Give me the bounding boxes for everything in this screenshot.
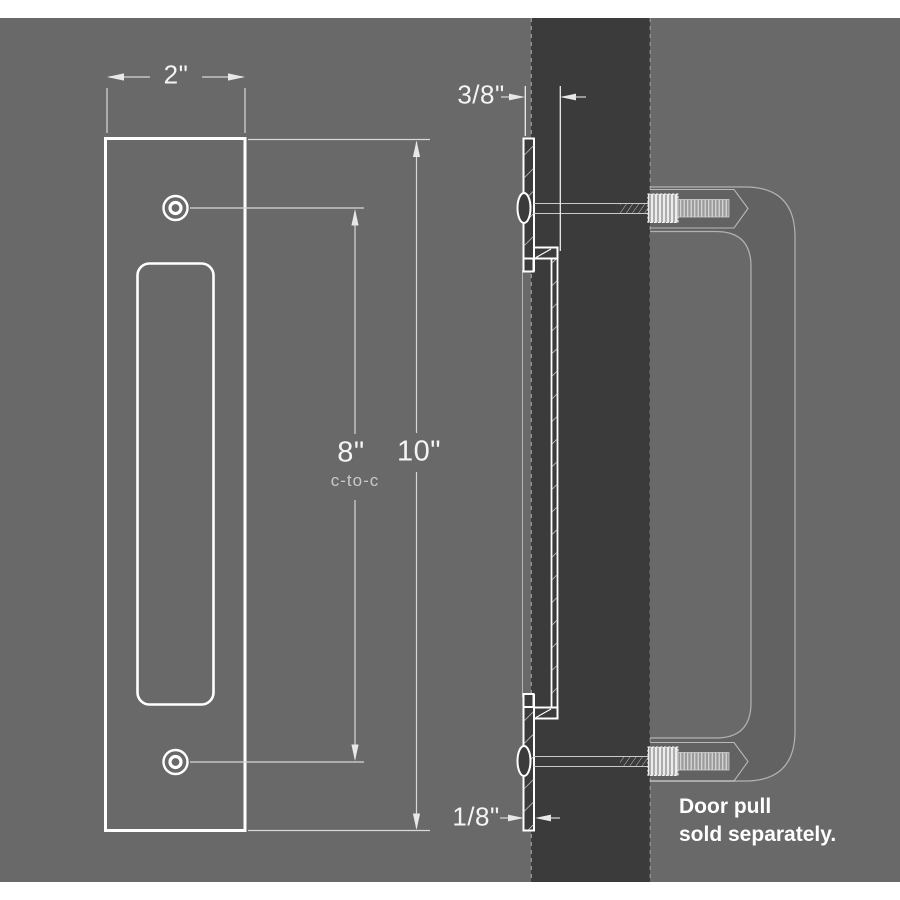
thread-engagement-top — [620, 204, 650, 213]
front-view — [104, 137, 247, 832]
side-view — [516, 137, 559, 832]
threaded-rod-bottom — [677, 752, 730, 771]
plate-outline — [104, 137, 247, 832]
recess-outline — [136, 262, 215, 706]
door-pull-ghost — [650, 186, 796, 782]
label-plate-width: 2" — [163, 59, 189, 90]
threaded-stud-top — [647, 193, 679, 223]
sold-separately-note: Door pull sold separately. — [679, 793, 836, 849]
screw-hole-top — [162, 194, 189, 222]
dim-hole-spacing — [190, 207, 364, 763]
label-hole-spacing-note: c-to-c — [330, 471, 380, 490]
dim-plate-height — [248, 138, 430, 832]
screw-head-bottom — [516, 745, 532, 777]
mounting-bolt-top — [534, 188, 749, 229]
door-cross-section — [530, 18, 651, 882]
handle-socket-bottom — [650, 741, 749, 782]
mounting-bolt-bottom — [534, 741, 749, 782]
screw-head-top — [516, 192, 532, 224]
label-projection-depth: 3/8" — [457, 79, 505, 110]
label-plate-thickness: 1/8" — [452, 801, 500, 832]
dim-plate-thickness — [500, 814, 560, 822]
thread-engagement-bottom — [620, 757, 650, 766]
threaded-stud-bottom — [647, 746, 679, 776]
note-line-2: sold separately. — [679, 823, 837, 846]
note-line-1: Door pull — [679, 795, 772, 818]
screw-hole-bottom — [162, 748, 189, 776]
label-plate-height: 10" — [396, 435, 442, 468]
clip-notch-bottom — [522, 693, 535, 708]
dim-projection-depth — [501, 86, 586, 251]
handle-socket-top — [650, 188, 749, 229]
threaded-rod-top — [677, 199, 730, 218]
dim-plate-width — [106, 73, 246, 133]
clip-notch-top — [522, 257, 535, 273]
label-hole-spacing: 8" — [337, 436, 365, 469]
